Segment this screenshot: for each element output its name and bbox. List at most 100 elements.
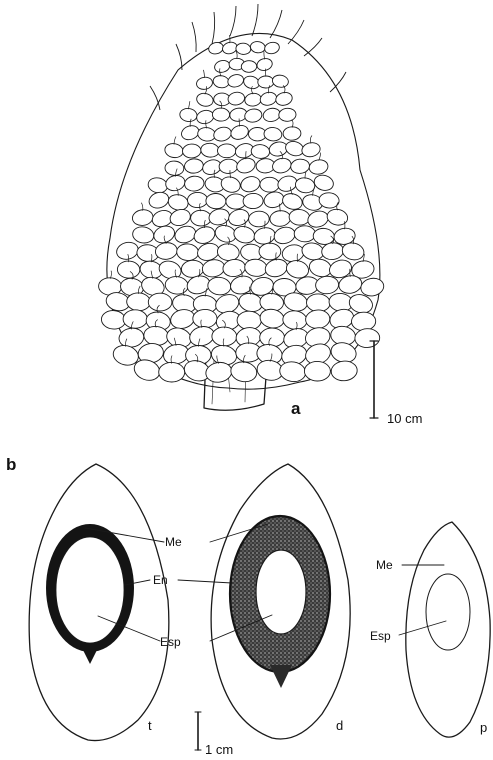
section-d bbox=[211, 464, 350, 739]
drupe bbox=[168, 207, 192, 228]
scale-bar-1cm bbox=[195, 712, 201, 750]
drupe bbox=[131, 208, 154, 226]
drupe bbox=[252, 226, 276, 246]
drupe bbox=[312, 173, 335, 193]
bract-tip bbox=[230, 6, 236, 36]
drupe bbox=[222, 258, 247, 278]
drupe bbox=[219, 159, 239, 174]
drupe bbox=[184, 158, 204, 174]
drupe bbox=[218, 144, 236, 158]
drupe bbox=[193, 309, 218, 328]
drupe bbox=[115, 240, 140, 262]
drupe bbox=[152, 223, 177, 245]
drupe bbox=[212, 327, 237, 346]
drupe bbox=[154, 241, 178, 260]
drupe bbox=[131, 225, 155, 244]
panel-a-label: a bbox=[291, 399, 301, 418]
bract-tip bbox=[252, 4, 258, 36]
section-t-endosperm bbox=[56, 537, 124, 643]
drupe-tip bbox=[174, 137, 176, 145]
section-t-seed-tip bbox=[80, 644, 100, 664]
drupe bbox=[259, 243, 281, 260]
drupe bbox=[283, 126, 301, 140]
drupe bbox=[260, 177, 280, 192]
leader-en-d bbox=[178, 580, 232, 583]
drupe bbox=[212, 74, 230, 89]
section-d-endosperm bbox=[256, 550, 306, 634]
drupe bbox=[258, 307, 285, 330]
section-p-endosperm bbox=[426, 574, 470, 650]
drupe bbox=[226, 73, 245, 89]
bract-tip bbox=[212, 12, 215, 44]
drupe bbox=[123, 310, 147, 328]
drupe bbox=[315, 276, 339, 295]
drupe bbox=[206, 193, 227, 209]
drupe bbox=[326, 208, 349, 227]
drupe bbox=[359, 276, 385, 297]
drupe bbox=[282, 309, 308, 330]
drupe bbox=[260, 328, 285, 347]
panel-b-label: b bbox=[6, 455, 16, 474]
callout-en: En bbox=[153, 573, 168, 587]
drupe bbox=[258, 76, 274, 89]
drupe bbox=[200, 142, 220, 158]
drupe bbox=[235, 42, 251, 55]
drupe bbox=[216, 242, 240, 261]
drupe bbox=[269, 210, 291, 228]
drupe bbox=[227, 207, 251, 228]
scale-label-1cm: 1 cm bbox=[205, 742, 233, 757]
drupe bbox=[354, 328, 380, 348]
drupe bbox=[147, 190, 171, 211]
drupe bbox=[207, 276, 232, 296]
drupe bbox=[243, 193, 264, 209]
drupe bbox=[179, 107, 198, 122]
drupe bbox=[244, 92, 262, 107]
drupe-tip bbox=[188, 101, 190, 109]
drupe bbox=[300, 141, 321, 159]
drupe-cluster bbox=[98, 35, 385, 384]
bract-tip bbox=[150, 86, 160, 110]
drupe bbox=[308, 158, 329, 176]
section-d-label: d bbox=[336, 718, 343, 733]
drupe bbox=[187, 192, 207, 208]
section-p-label: p bbox=[480, 720, 487, 735]
drupe bbox=[207, 207, 231, 227]
bract-tip bbox=[288, 20, 304, 44]
callout-me: Me bbox=[165, 535, 182, 549]
drupe bbox=[165, 160, 185, 175]
drupe-tip bbox=[264, 51, 265, 59]
drupe bbox=[271, 74, 289, 89]
drupe bbox=[351, 312, 376, 331]
drupe bbox=[164, 142, 185, 159]
drupe bbox=[239, 175, 262, 194]
drupe bbox=[148, 293, 172, 311]
drupe bbox=[306, 293, 330, 312]
drupe bbox=[201, 258, 226, 279]
drupe bbox=[241, 60, 257, 72]
bract-tip bbox=[192, 22, 196, 52]
drupe bbox=[264, 41, 281, 55]
drupe bbox=[278, 108, 296, 122]
drupe bbox=[290, 158, 310, 174]
drupe bbox=[184, 175, 205, 192]
drupe bbox=[272, 225, 297, 246]
infructescence-drawing bbox=[98, 4, 385, 410]
drupe bbox=[212, 108, 229, 121]
bract-tip bbox=[176, 44, 182, 70]
drupe bbox=[281, 243, 306, 263]
drupe-tip bbox=[203, 70, 204, 78]
drupe bbox=[213, 59, 231, 74]
drupe bbox=[278, 360, 307, 384]
drupe bbox=[262, 190, 285, 210]
section-d-seed-tip bbox=[270, 665, 292, 688]
drupe bbox=[250, 41, 266, 54]
drupe bbox=[190, 210, 211, 226]
drupe bbox=[263, 127, 282, 142]
drupe bbox=[248, 211, 269, 227]
drupe bbox=[207, 41, 224, 56]
drupe bbox=[159, 362, 185, 382]
callout-esp: Esp bbox=[160, 635, 181, 649]
drupe bbox=[288, 209, 310, 226]
drupe bbox=[212, 125, 233, 143]
